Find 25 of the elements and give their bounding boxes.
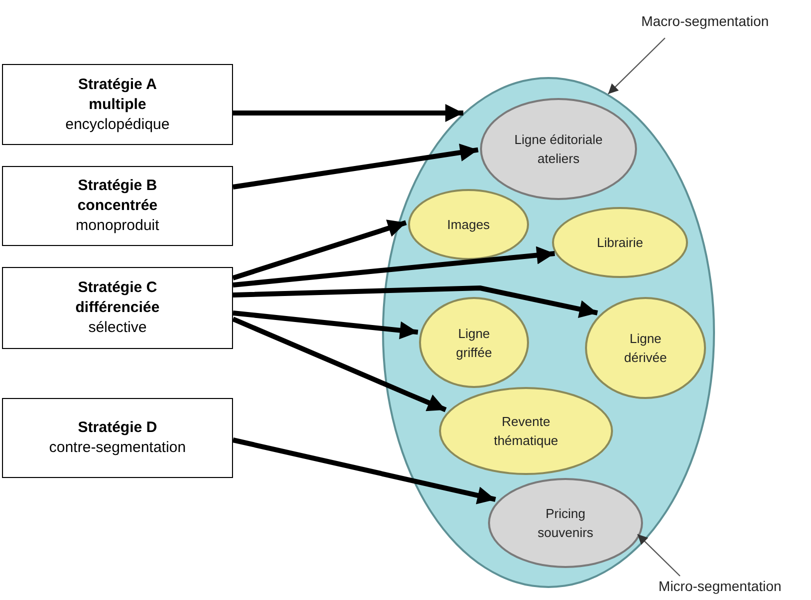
strategy-subtitle: sélective [88,318,147,338]
arrow [232,316,447,412]
arrow [232,438,496,504]
strategy-subtitle: contre-segmentation [49,438,186,458]
arrow [232,310,418,340]
arrow [232,286,598,318]
arrow [232,220,407,280]
segmentation-label: Macro-segmentation [615,8,795,34]
strategy-subtitle: encyclopédique [65,114,170,134]
arrow [232,144,478,190]
segment-label: Ligne dérivée [623,330,668,367]
segment-oval [408,189,529,260]
leader-arrow [637,534,680,576]
segment-label: Librairie [596,234,644,252]
segment-label: Ligne griffée [455,324,493,362]
segment-label: Revente thématique [492,413,560,450]
strategy-subtitle: monoproduit [76,216,160,236]
segment-label: Images [447,216,490,234]
segment-label: Ligne éditoriale ateliers [513,131,604,168]
arrow [232,246,555,288]
segmentation-label: Micro-segmentation [630,574,810,598]
leader-arrow [608,38,666,94]
strategy-title: Stratégie D [78,418,158,438]
arrow [233,104,464,122]
segment-label: Pricing souvenirs [536,505,594,542]
